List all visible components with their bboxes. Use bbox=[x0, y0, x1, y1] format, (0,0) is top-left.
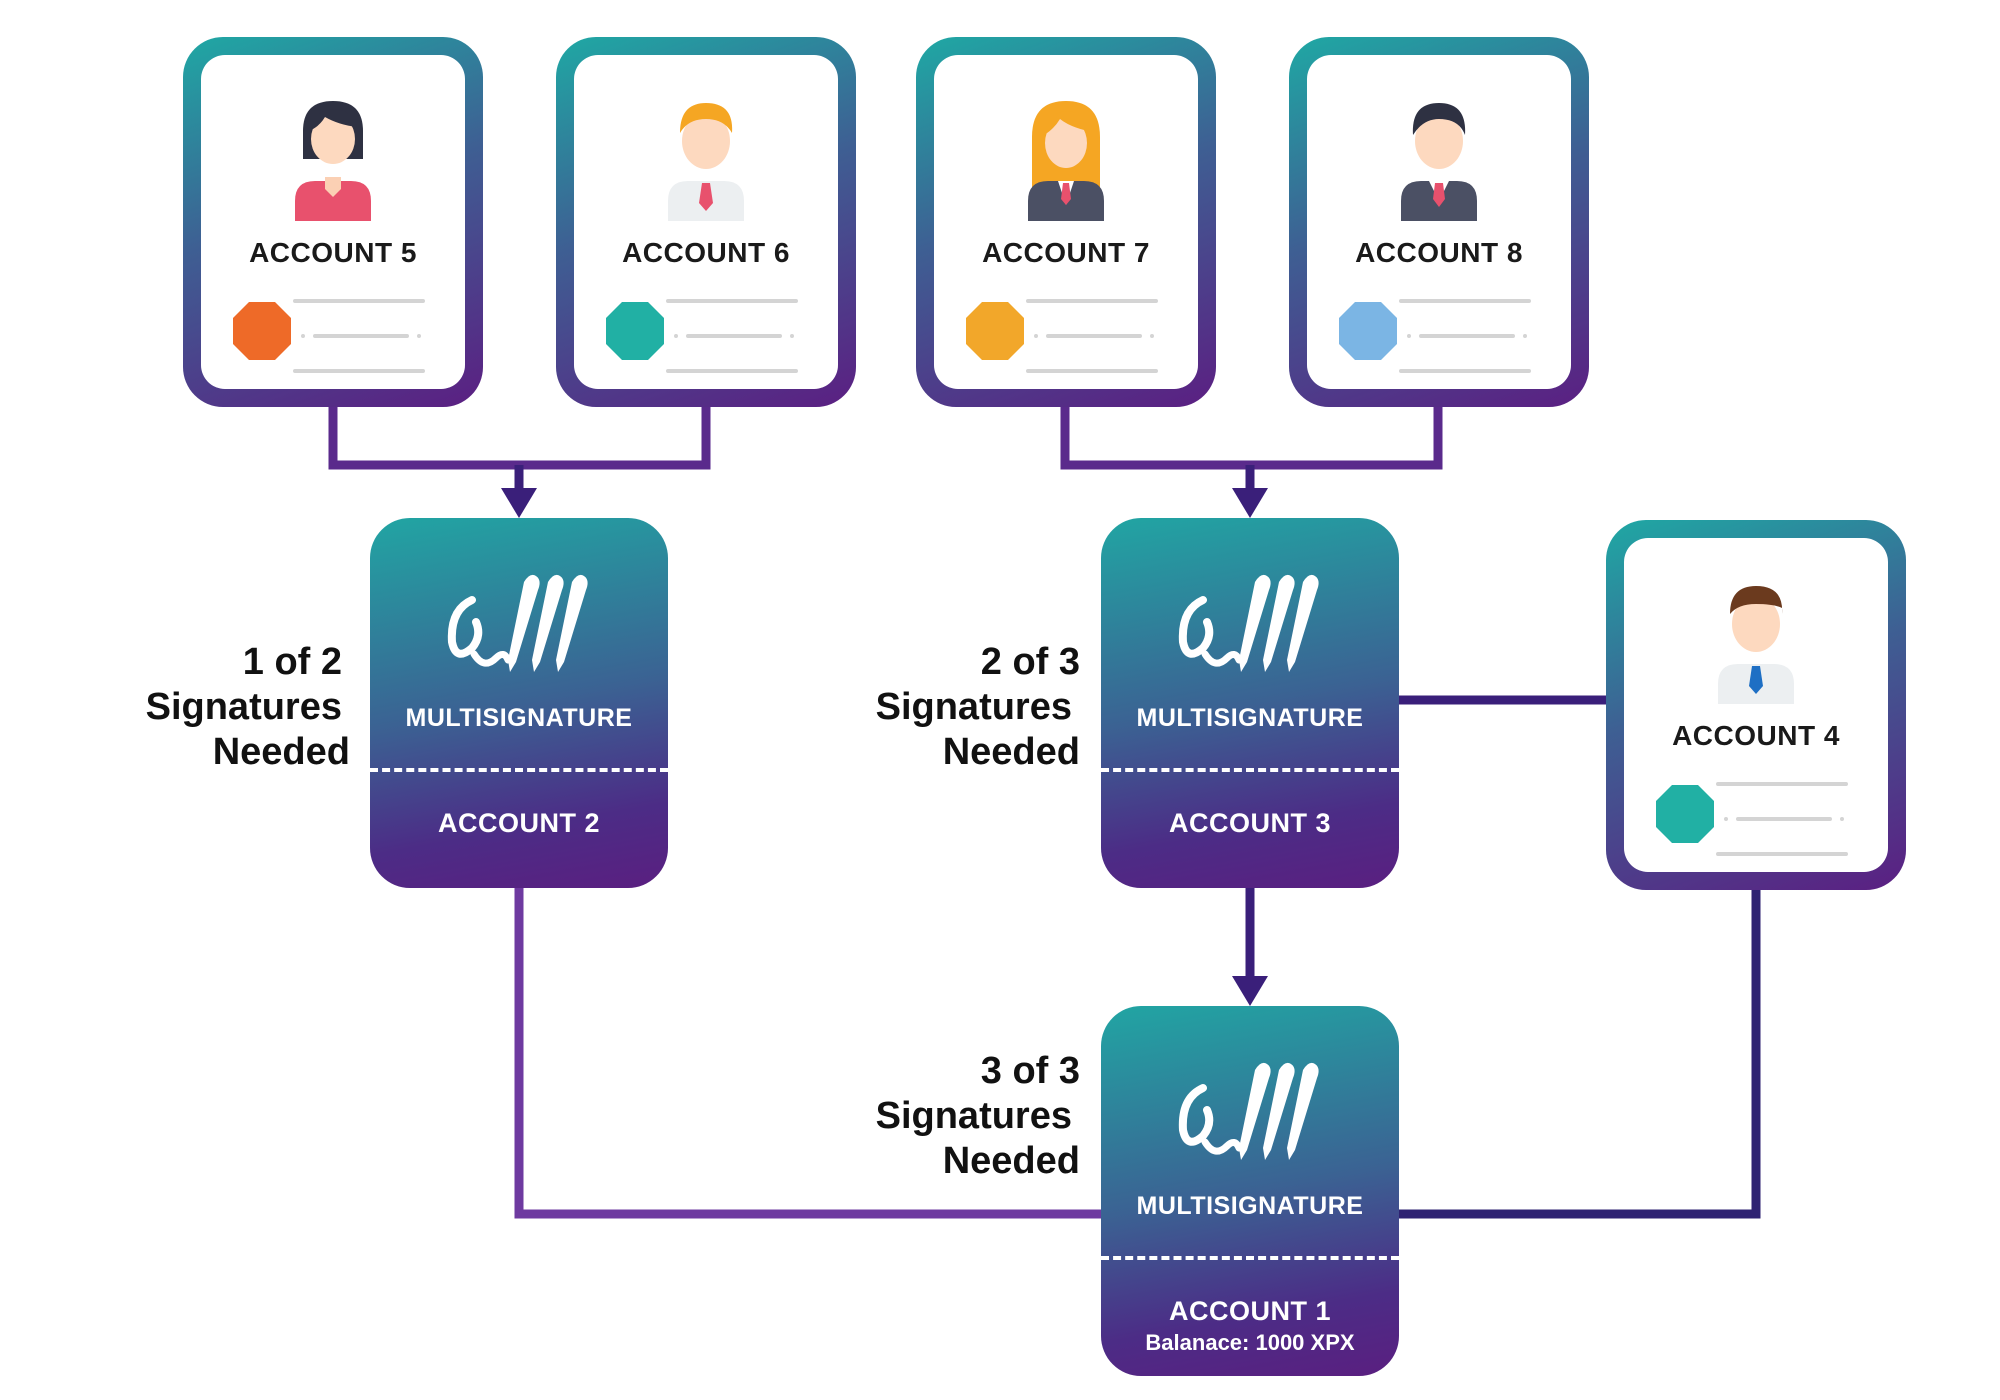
multisig-type-label: MULTISIGNATURE bbox=[1136, 1192, 1364, 1220]
requirement-label-account-2: 1 of 2 Signatures Needed bbox=[145, 641, 350, 773]
account-card-7[interactable]: ACCOUNT 7 bbox=[916, 37, 1216, 407]
arrow-to-account1 bbox=[1232, 976, 1268, 1006]
dashed-divider bbox=[1101, 768, 1399, 772]
placeholder-line bbox=[313, 334, 409, 338]
account-card-5[interactable]: ACCOUNT 5 bbox=[183, 37, 483, 407]
placeholder-line bbox=[686, 334, 782, 338]
octagon-badge-icon bbox=[966, 302, 1024, 360]
man-brown-hair-white-shirt-avatar-icon bbox=[1718, 586, 1794, 704]
placeholder-line bbox=[1716, 782, 1848, 786]
octagon-badge-icon bbox=[1656, 785, 1714, 843]
placeholder-line bbox=[1736, 817, 1832, 821]
dashed-divider bbox=[1101, 1256, 1399, 1260]
account-label: ACCOUNT 8 bbox=[1355, 237, 1523, 268]
account-label: ACCOUNT 6 bbox=[622, 237, 790, 268]
placeholder-line bbox=[666, 299, 798, 303]
dashed-divider bbox=[370, 768, 668, 772]
connector-account5-account6 bbox=[328, 407, 711, 470]
multisig-type-label: MULTISIGNATURE bbox=[1136, 704, 1364, 732]
arrow-to-account2 bbox=[501, 488, 537, 518]
multisig-account-1[interactable]: MULTISIGNATURE ACCOUNT 1 Balanace: 1000 … bbox=[1101, 1006, 1399, 1376]
balance-label: Balanace: 1000 XPX bbox=[1145, 1330, 1355, 1355]
multisig-account-label: ACCOUNT 2 bbox=[437, 808, 600, 838]
placeholder-line bbox=[1026, 369, 1158, 373]
connector-account2-account1 bbox=[514, 888, 1103, 1219]
multisig-account-3[interactable]: MULTISIGNATURE ACCOUNT 3 bbox=[1101, 518, 1399, 888]
octagon-badge-icon bbox=[233, 302, 291, 360]
arrow-to-account3 bbox=[1232, 488, 1268, 518]
multisig-type-label: MULTISIGNATURE bbox=[405, 704, 633, 732]
placeholder-line bbox=[1046, 334, 1142, 338]
placeholder-line bbox=[1026, 299, 1158, 303]
octagon-badge-icon bbox=[606, 302, 664, 360]
placeholder-line bbox=[1419, 334, 1515, 338]
requirement-label-account-1: 3 of 3 Signatures Needed bbox=[875, 1050, 1080, 1182]
man-dark-suit-avatar-icon bbox=[1401, 103, 1477, 221]
placeholder-line bbox=[666, 369, 798, 373]
multisig-account-label: ACCOUNT 1 bbox=[1168, 1296, 1331, 1326]
account-card-6[interactable]: ACCOUNT 6 bbox=[556, 37, 856, 407]
account-label: ACCOUNT 4 bbox=[1672, 720, 1840, 751]
account-card-8[interactable]: ACCOUNT 8 bbox=[1289, 37, 1589, 407]
connector-account7-account8 bbox=[1060, 407, 1443, 470]
placeholder-line bbox=[293, 369, 425, 373]
signature-pens-icon bbox=[1178, 574, 1319, 672]
man-blonde-white-shirt-avatar-icon bbox=[668, 103, 744, 221]
connector-account4-account1 bbox=[1397, 888, 1761, 1219]
signature-pens-icon bbox=[447, 574, 588, 672]
placeholder-line bbox=[1716, 852, 1848, 856]
multisig-account-2[interactable]: MULTISIGNATURE ACCOUNT 2 bbox=[370, 518, 668, 888]
account-card-4[interactable]: ACCOUNT 4 bbox=[1606, 520, 1906, 890]
octagon-badge-icon bbox=[1339, 302, 1397, 360]
placeholder-line bbox=[1399, 369, 1531, 373]
requirement-label-account-3: 2 of 3 Signatures Needed bbox=[875, 641, 1080, 773]
account-label: ACCOUNT 5 bbox=[249, 237, 417, 268]
multisig-account-label: ACCOUNT 3 bbox=[1168, 808, 1331, 838]
signature-pens-icon bbox=[1178, 1062, 1319, 1160]
account-label: ACCOUNT 7 bbox=[982, 237, 1150, 268]
placeholder-line bbox=[1399, 299, 1531, 303]
woman-orange-hair-suit-avatar-icon bbox=[1028, 101, 1104, 221]
woman-red-sweater-avatar-icon bbox=[295, 101, 371, 221]
placeholder-line bbox=[293, 299, 425, 303]
